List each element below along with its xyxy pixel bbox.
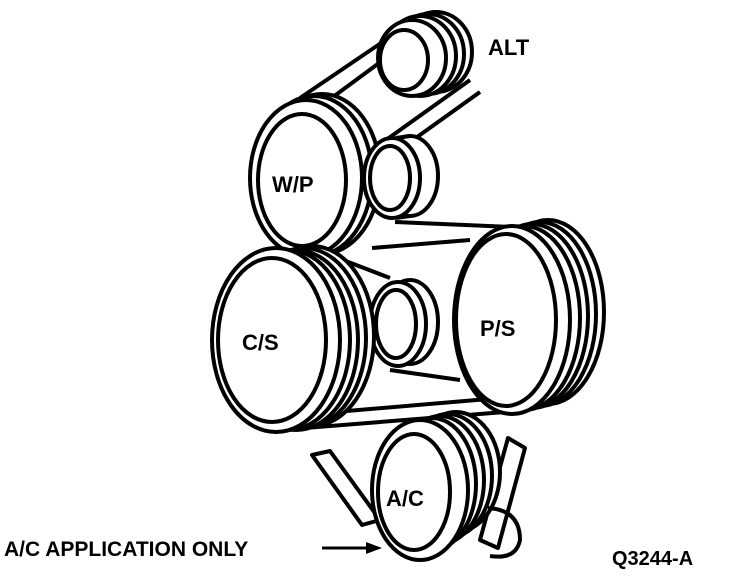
- water-pump-pulley: [248, 92, 382, 258]
- lower-idler-pulley: [368, 278, 440, 368]
- power-steering-pulley: [452, 218, 606, 416]
- note-leader-arrow: [322, 542, 382, 554]
- alternator-pulley: [376, 10, 474, 98]
- ac-application-note: A/C APPLICATION ONLY: [4, 538, 248, 561]
- cs-label: C/S: [242, 330, 279, 355]
- crankshaft-pulley: [210, 244, 376, 434]
- upper-idler-pulley: [362, 134, 440, 220]
- ps-label: P/S: [480, 316, 515, 341]
- wp-label: W/P: [272, 172, 314, 197]
- ac-label: A/C: [386, 486, 424, 511]
- alt-label: ALT: [488, 35, 530, 60]
- ac-compressor-pulley: [370, 410, 523, 562]
- figure-code: Q3244-A: [612, 548, 693, 570]
